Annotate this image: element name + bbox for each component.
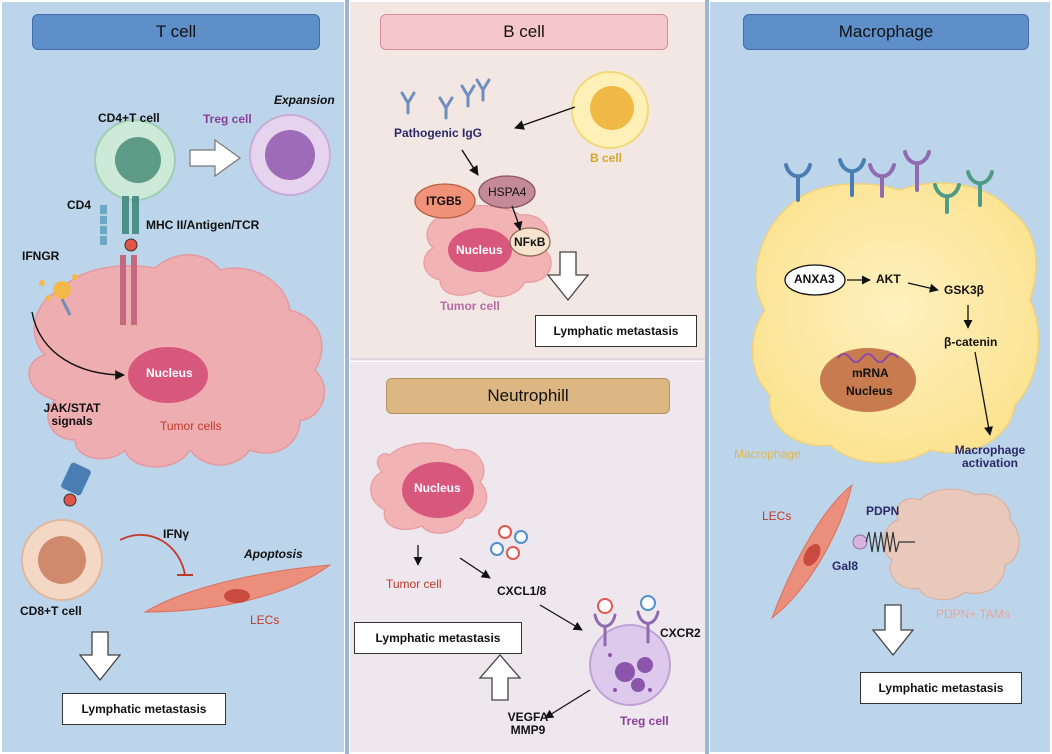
macrophage-cell (751, 182, 1040, 464)
expansion-arrow (189, 138, 242, 178)
label-anxa3: ANXA3 (794, 272, 835, 286)
label-cd8-t-cell: CD8+T cell (20, 604, 82, 618)
label-hspa4: HSPA4 (488, 185, 527, 199)
cxcr2-receptors (593, 610, 660, 647)
cd4-receptor (100, 205, 107, 245)
label-jak-stat: JAK/STAT signals (43, 401, 101, 429)
mrna-strand (837, 353, 899, 363)
nucleus-neutrophil-panel (402, 462, 474, 518)
jak-stat-arrow (31, 311, 125, 380)
label-treg-cell-n: Treg cell (620, 714, 669, 728)
itgb5-node (414, 183, 476, 219)
igg-antibodies (400, 78, 491, 120)
pdpn-receptor (865, 531, 915, 553)
neutrophil-outcome-box: Lymphatic metastasis (354, 622, 522, 654)
tumor-cxcl-arrow (459, 557, 491, 579)
bcatenin-activation-arrow (974, 351, 994, 436)
pdpn-tam-cell (882, 488, 1020, 601)
akt-gsk3b-arrow (907, 282, 939, 293)
neutrophil-outcome-arrow (478, 654, 522, 701)
gal8-molecule (852, 534, 868, 550)
label-nucleus-t: Nucleus (146, 366, 193, 380)
cxcl-molecules (490, 525, 528, 560)
label-tumor-cell-n: Tumor cell (386, 577, 442, 591)
label-lecs-m: LECs (762, 509, 792, 523)
label-tumor-cells: Tumor cells (160, 419, 222, 433)
label-nucleus-n: Nucleus (414, 481, 461, 495)
lec-cell-macrophage-panel (770, 483, 853, 620)
tcr-receptor (122, 196, 139, 252)
label-cd4: CD4 (67, 198, 92, 212)
treg-cell-neutrophil-panel (589, 624, 671, 706)
neutrophil-header: Neutrophill (386, 378, 670, 414)
label-akt: AKT (876, 272, 901, 286)
nfkb-node (509, 227, 551, 257)
label-tumor-cell-b: Tumor cell (440, 299, 500, 313)
label-vegfa-mmp9: VEGFA MMP9 (507, 710, 549, 738)
label-ifngr: IFNGR (22, 249, 60, 263)
nucleus-bcell-panel (448, 228, 512, 272)
treg-vegfa-arrow (544, 689, 591, 719)
tcell-header: T cell (32, 14, 320, 50)
label-cxcl: CXCL1/8 (497, 584, 547, 598)
label-expansion: Expansion (274, 93, 335, 107)
b-cell (571, 71, 649, 149)
macrophage-header: Macrophage (743, 14, 1029, 50)
label-itgb5: ITGB5 (426, 194, 462, 208)
tcell-outcome-box: Lymphatic metastasis (62, 693, 226, 725)
label-gsk3b: GSK3β (944, 283, 985, 297)
tcell-outcome-arrow (78, 631, 122, 682)
igg-itgb5-arrow (461, 149, 479, 176)
label-b-catenin: β-catenin (944, 335, 998, 349)
label-gal8: Gal8 (832, 559, 859, 573)
label-nfkb: NFκB (514, 235, 546, 249)
label-lecs-t: LECs (250, 613, 280, 627)
bcell-outcome-box: Lymphatic metastasis (535, 315, 697, 347)
label-mrna: mRNA (852, 366, 889, 380)
label-b-cell: B cell (590, 151, 623, 165)
label-pdpn: PDPN (866, 504, 900, 518)
bcell-panel-bg (350, 2, 705, 357)
anxa3-node (784, 264, 846, 296)
macrophage-outcome-box: Lymphatic metastasis (860, 672, 1022, 704)
cd8-t-cell (21, 519, 103, 601)
label-cd4-t-cell: CD4+T cell (98, 111, 160, 125)
label-nucleus-b: Nucleus (456, 243, 503, 257)
label-pdpn-tams: PDPN+ TAMs (936, 607, 1010, 621)
hspa4-node (478, 175, 536, 209)
cxcr2-ligand-red (597, 598, 613, 614)
macrophage-outcome-arrow (871, 604, 915, 657)
cxcl-treg-arrow (539, 604, 583, 631)
bcell-igg-arrow (514, 106, 576, 130)
nucleus-macrophage-panel (820, 348, 916, 412)
mhc-receptor (120, 255, 137, 325)
label-macrophage: Macrophage (734, 447, 801, 461)
treg-cell-tcell-panel (249, 114, 331, 196)
hspa4-nfkb-arrow (511, 205, 523, 231)
label-apoptosis: Apoptosis (244, 547, 303, 561)
cd8-tcr-receptor (61, 462, 91, 507)
label-ifng: IFNγ (163, 527, 190, 541)
lec-cell-tcell-panel (143, 564, 332, 613)
label-macrophage-activation: Macrophage activation (954, 443, 1026, 471)
label-mhc: MHC II/Antigen/TCR (146, 218, 260, 232)
label-pathogenic-igg: Pathogenic IgG (394, 126, 483, 140)
bcell-header: B cell (380, 14, 668, 50)
bcell-outcome-arrow (546, 251, 590, 302)
cxcr2-ligand-blue (640, 595, 656, 611)
nucleus-tcell-panel (128, 347, 208, 403)
label-cxcr2: CXCR2 (660, 626, 701, 640)
label-treg-cell-t: Treg cell (203, 112, 252, 126)
macrophage-receptors (784, 150, 994, 214)
label-nucleus-m: Nucleus (846, 384, 893, 398)
ifng-inhibition (119, 534, 186, 576)
cd4-t-cell (94, 119, 176, 201)
ifngr-receptor (39, 274, 78, 316)
